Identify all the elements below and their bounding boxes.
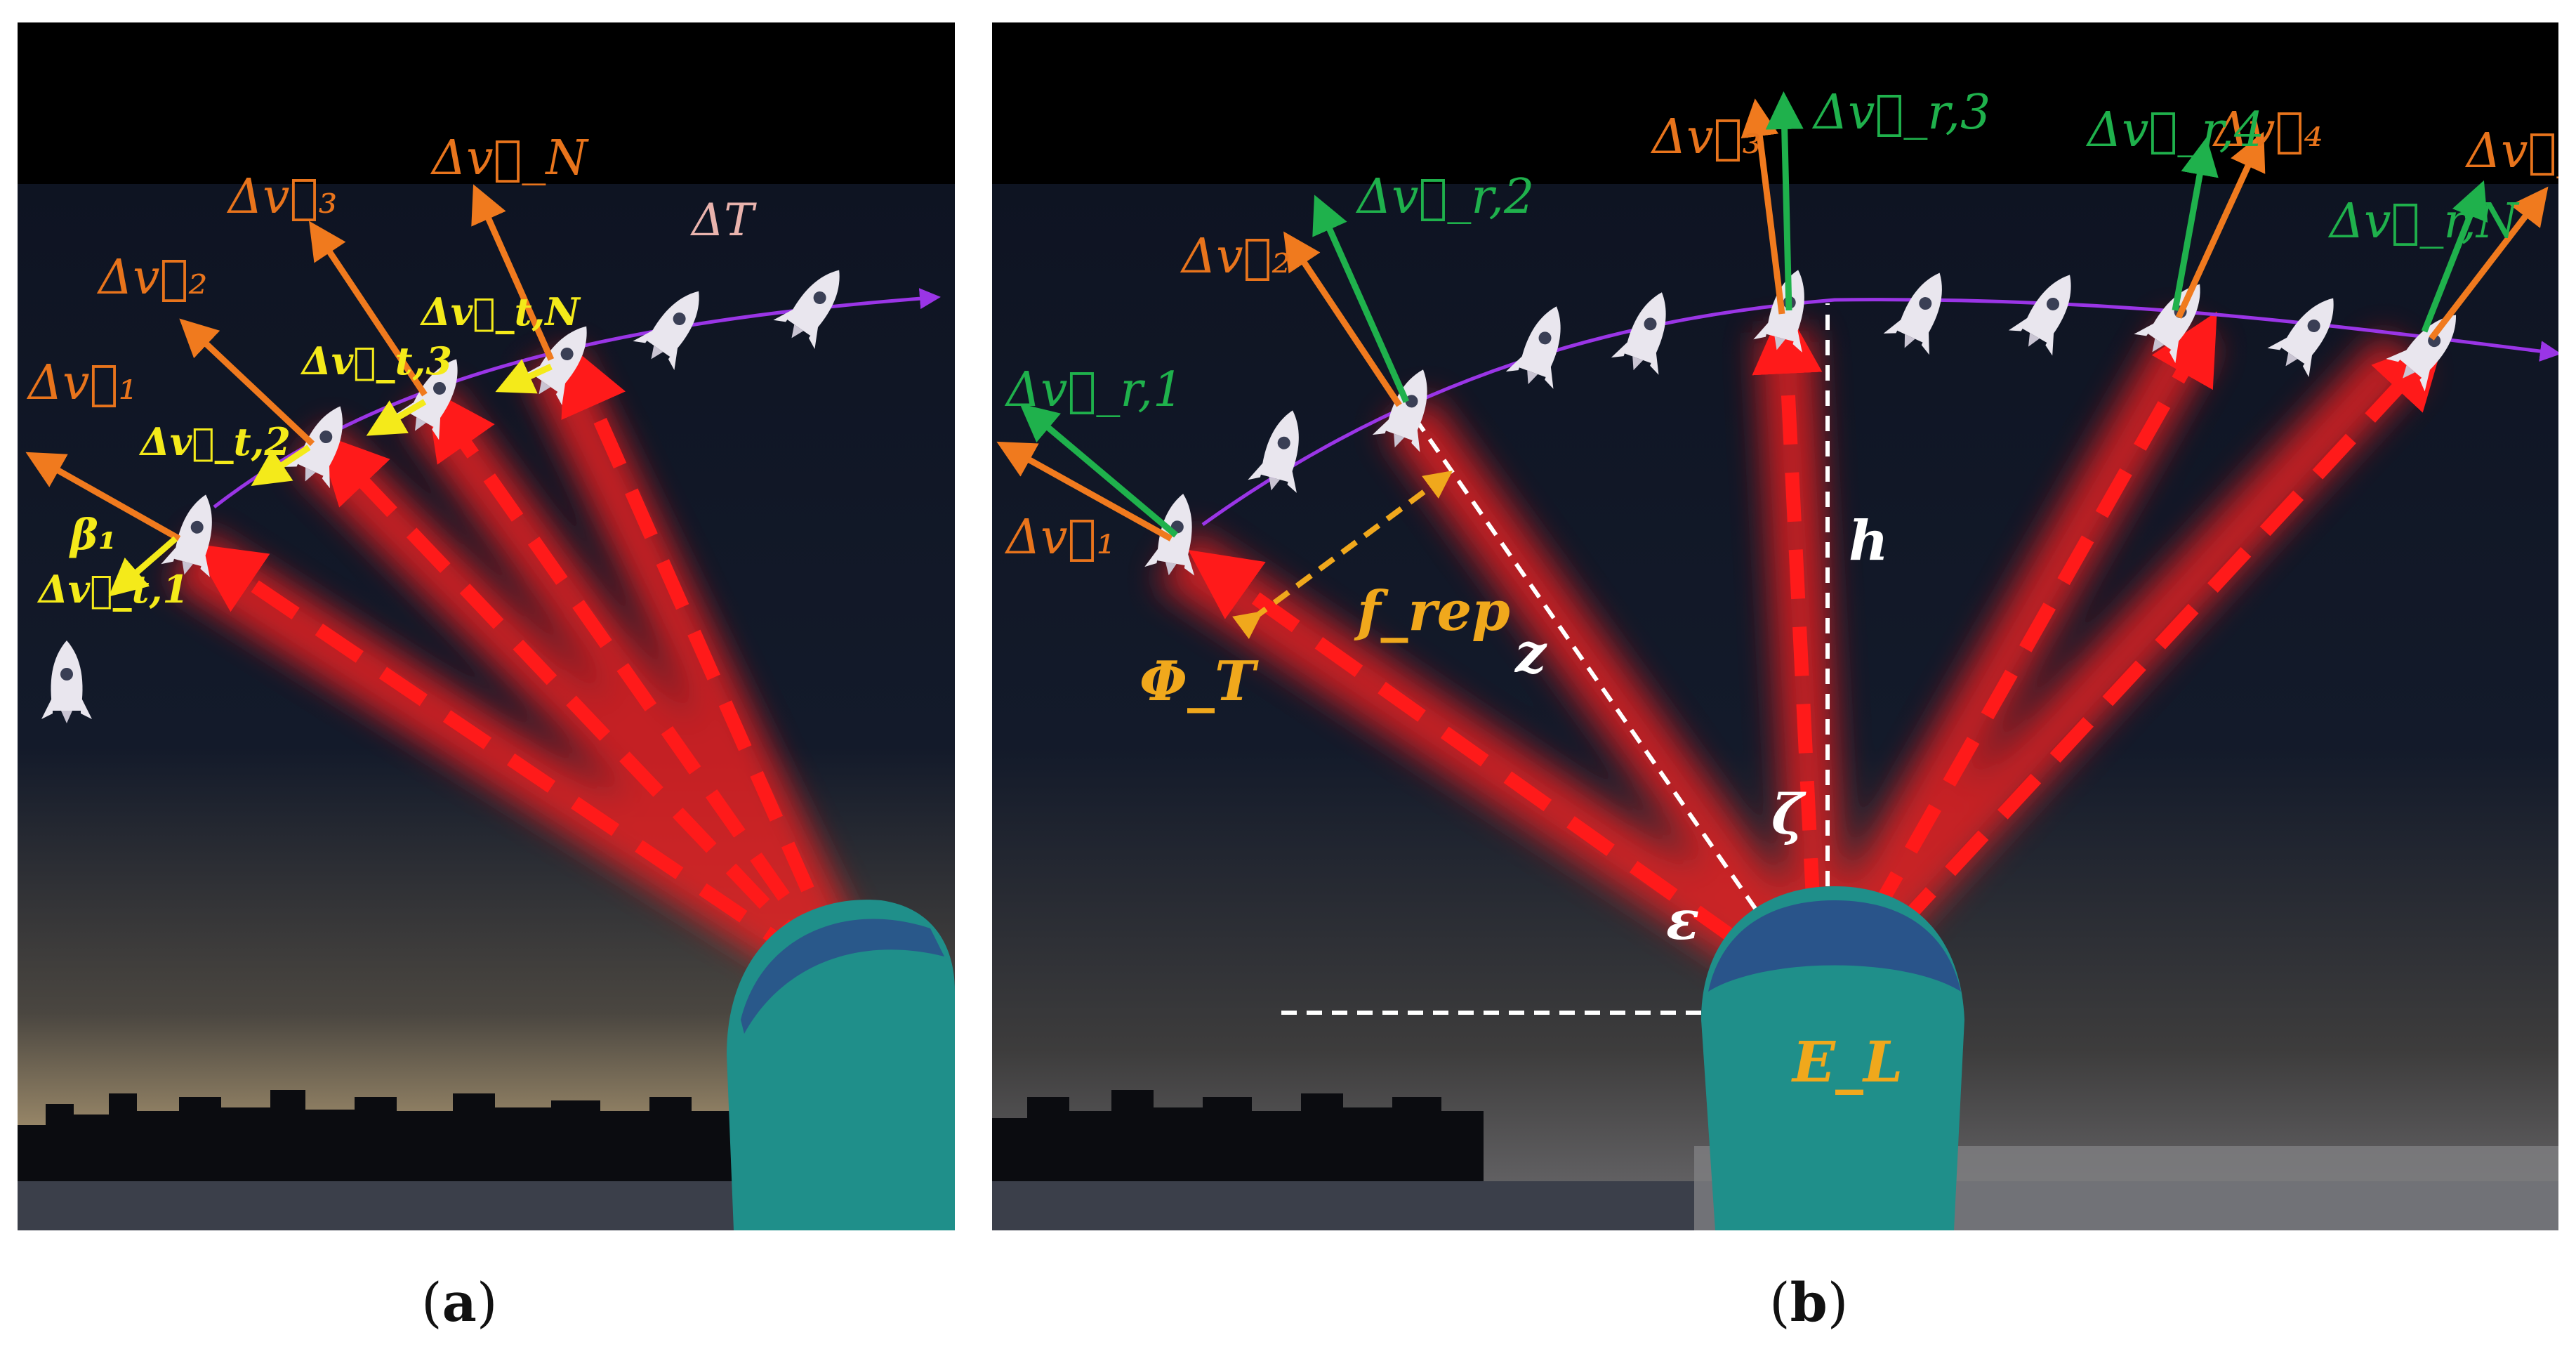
caption-b-letter: b: [1790, 1271, 1828, 1334]
label-dT: ΔT: [692, 195, 754, 246]
label-dvt3: Δv⃗_t,3: [302, 338, 452, 383]
tangential-arrows: [108, 359, 553, 597]
label-dvN: Δv⃗_N: [432, 131, 588, 186]
label-dvr1: Δv⃗_r,1: [1006, 362, 1184, 418]
label-dvtN: Δv⃗_t,N: [421, 289, 580, 334]
label-eps: ε: [1666, 888, 1700, 952]
label-EL: E_L: [1792, 1029, 1903, 1095]
label-dvr3: Δv⃗_r,3: [1814, 85, 1991, 140]
label-dvN: Δv⃗_N: [2466, 124, 2558, 179]
laser-beams: [192, 341, 846, 966]
label-dvrN: Δv⃗_r,N: [2330, 194, 2518, 249]
caption-b: (b): [1769, 1271, 1849, 1334]
laser-beams: [1188, 303, 2445, 991]
label-phiT: Φ_T: [1140, 650, 1255, 714]
panel-a-drawing: [18, 22, 955, 1230]
label-dv2: Δv⃗₂: [1182, 229, 1291, 284]
frep-arrow: [1232, 471, 1453, 639]
label-dv1: Δv⃗₁: [28, 355, 138, 411]
observer-head-a: [727, 900, 955, 1230]
label-h: h: [1849, 509, 1889, 573]
panel-a: Δv⃗₁ Δv⃗₂ Δv⃗₃ Δv⃗_N ΔT β₁ Δv⃗_t,1 Δv⃗_t…: [18, 22, 955, 1230]
caption-a: (a): [421, 1271, 498, 1334]
label-dv4: Δv⃗₄: [2214, 103, 2323, 158]
label-dv3: Δv⃗₃: [1652, 110, 1762, 165]
label-z: z: [1515, 622, 1547, 685]
label-dv3: Δv⃗₃: [228, 169, 338, 225]
label-dvr4: Δv⃗_r,4: [2087, 103, 2265, 158]
top-band: [18, 22, 955, 184]
label-dv1: Δv⃗₁: [1006, 510, 1116, 565]
panel-b: Δv⃗₁ Δv⃗₂ Δv⃗₃ Δv⃗₄ Δv⃗_N Δv⃗_r,1 Δv⃗_r,…: [992, 22, 2558, 1230]
label-dvr2: Δv⃗_r,2: [1357, 169, 1535, 225]
label-dv2: Δv⃗₂: [98, 250, 208, 305]
label-beta1: β₁: [70, 511, 117, 560]
radial-arrows: [1019, 91, 2488, 538]
label-zeta: ζ: [1771, 783, 1804, 847]
delta-v-arrows: [996, 98, 2549, 541]
caption-a-letter: a: [442, 1271, 477, 1334]
observer-head-b: [1701, 886, 1964, 1230]
delta-v-arrows: [25, 184, 555, 541]
label-dvt2: Δv⃗_t,2: [140, 419, 291, 464]
label-dvt1: Δv⃗_t,1: [39, 567, 189, 612]
label-frep: f_rep: [1357, 579, 1510, 643]
